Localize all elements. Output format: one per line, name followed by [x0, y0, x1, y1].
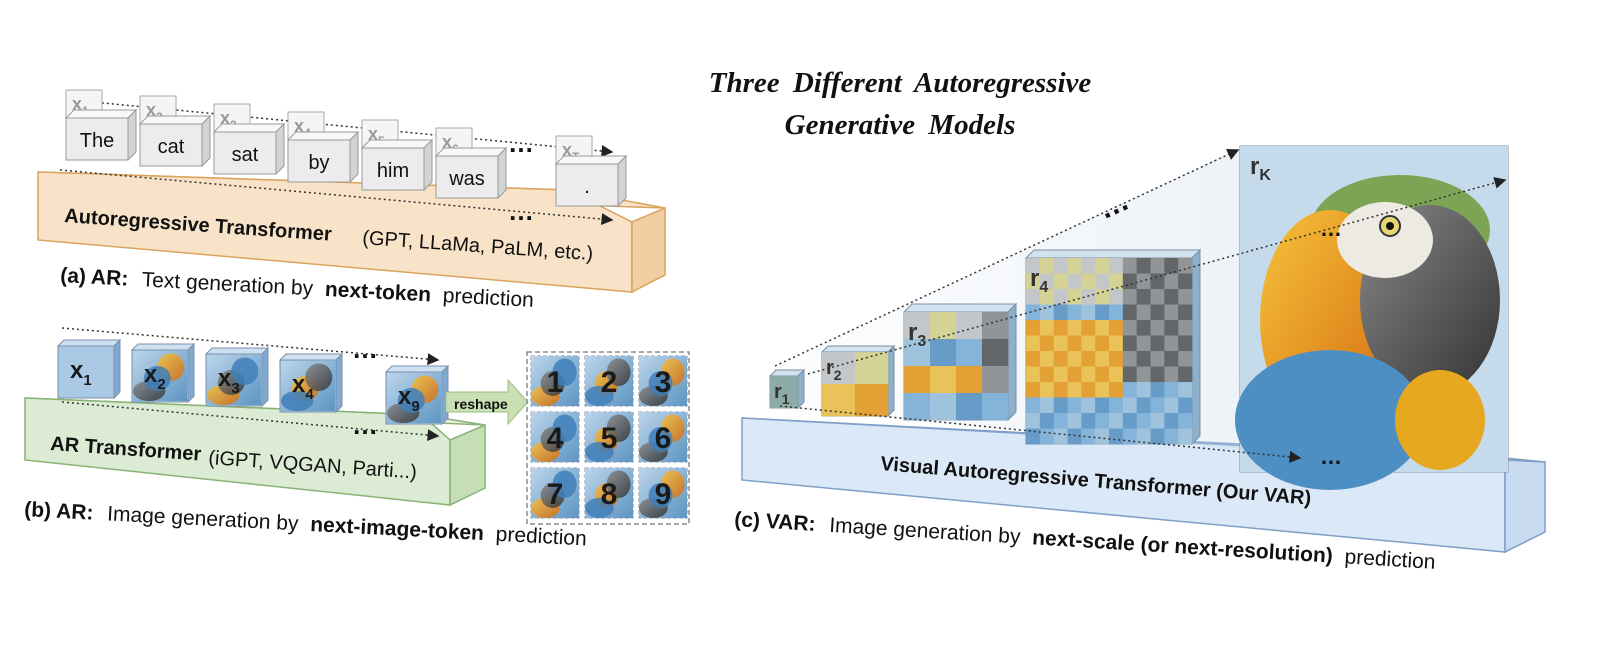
image-token-3: x3: [204, 346, 270, 408]
panel-b-ellipsis-bottom: …: [352, 410, 378, 440]
token-word: .: [584, 176, 590, 198]
panel-a-ellipsis-bottom: …: [508, 196, 534, 226]
grid-cell-1: 1: [530, 355, 580, 407]
reshape-label: reshape: [454, 396, 508, 412]
grid-cell-9: 9: [638, 467, 688, 519]
grid-cell-number: 8: [601, 478, 618, 511]
panel-a-ellipsis-top: …: [508, 128, 534, 158]
image-token-2: x2: [130, 342, 196, 404]
caption-a-post: prediction: [442, 284, 534, 312]
grid-cell-number: 1: [547, 366, 564, 399]
grid-cell-6: 6: [638, 411, 688, 463]
grid-cell-3: 3: [638, 355, 688, 407]
reshape-arrow: [445, 378, 529, 426]
grid-cell-number: 5: [601, 422, 618, 455]
token-word: him: [377, 160, 409, 182]
grid-cell-number: 9: [655, 478, 672, 511]
grid-cell-7: 7: [530, 467, 580, 519]
panel-c-middle-arrow: [807, 177, 1507, 375]
image-token-grid: 1 2 3 4 5 6 7 8 9: [526, 351, 690, 525]
grid-cell-8: 8: [584, 467, 634, 519]
text-token-3: x3sat: [212, 103, 286, 176]
text-token-4: x4by: [286, 111, 360, 184]
title-line-1: Three Different Autoregressive: [708, 67, 1092, 99]
grid-cell-2: 2: [584, 355, 634, 407]
caption-c-pre: Image generation by: [829, 514, 1022, 549]
title-line-2: Generative Models: [784, 109, 1016, 141]
scale-map-4: r4: [1024, 248, 1202, 446]
panel-b: AR Transformer (iGPT, VQGAN, Parti...) x…: [24, 327, 690, 525]
caption-c-tag: (c) VAR:: [734, 508, 817, 536]
token-word: by: [308, 152, 329, 174]
caption-b-tag: (b) AR:: [24, 498, 94, 525]
caption-a-tag: (a) AR:: [60, 264, 129, 291]
image-token-4: x4: [278, 352, 344, 414]
caption-b: (b) AR: Image generation by next-image-t…: [24, 498, 588, 550]
image-token-1: x1: [56, 338, 122, 400]
token-word: The: [80, 130, 114, 152]
grid-cell-number: 6: [655, 422, 672, 455]
caption-a-pre: Text generation by: [141, 268, 314, 300]
scale-map-1: r1: [768, 368, 806, 410]
token-word: cat: [158, 136, 185, 158]
text-token-7: xT.: [554, 135, 628, 208]
caption-c-post: prediction: [1344, 545, 1436, 574]
token-word: was: [448, 168, 485, 190]
grid-cell-5: 5: [584, 411, 634, 463]
ar-transformer-block-side: [631, 206, 666, 294]
var-block-side: [1504, 459, 1546, 554]
caption-b-post: prediction: [495, 523, 587, 551]
caption-a-bold: next-token: [324, 278, 431, 307]
panel-a-tokens: x1Thex2catx3satx4byx5himx6was xT.: [64, 89, 628, 208]
caption-c-bold: next-scale (or next-resolution): [1032, 526, 1334, 567]
caption-b-bold: next-image-token: [310, 513, 485, 545]
text-token-5: x5him: [360, 119, 434, 192]
caption-b-pre: Image generation by: [107, 502, 300, 535]
scale-map-3: r3: [902, 302, 1018, 422]
text-token-2: x2cat: [138, 95, 212, 168]
grid-cell-number: 3: [655, 366, 672, 399]
panel-b-ellipsis-top: …: [352, 334, 378, 364]
grid-cell-4: 4: [530, 411, 580, 463]
panel-c-top-arrow: [774, 149, 1240, 367]
panel-c-ellipsis-bottom: …: [1320, 444, 1342, 469]
panel-c-bottom-arrow: [779, 405, 1302, 463]
image-token-9: x9: [384, 364, 450, 426]
panel-c-ellipsis-middle: …: [1320, 216, 1342, 241]
grid-cell-number: 4: [547, 422, 564, 455]
ar-image-transformer-block-side: [449, 423, 486, 507]
panel-c: Visual Autoregressive Transformer (Our V…: [741, 145, 1546, 554]
scale-map-K: rK: [1235, 145, 1509, 490]
scale-map-2: r2: [820, 344, 896, 418]
panel-a-bottom-arrow: [59, 169, 614, 226]
grid-cell-number: 2: [601, 366, 618, 399]
panel-a: Autoregressive Transformer (GPT, LLaMa, …: [37, 89, 666, 294]
figure-title: Three Different Autoregressive Generativ…: [560, 62, 1240, 146]
grid-cell-number: 7: [547, 478, 564, 511]
text-token-6: x6was: [434, 127, 508, 200]
token-word: sat: [232, 144, 259, 166]
text-token-1: x1The: [64, 89, 138, 162]
grid-frame: [526, 351, 690, 525]
